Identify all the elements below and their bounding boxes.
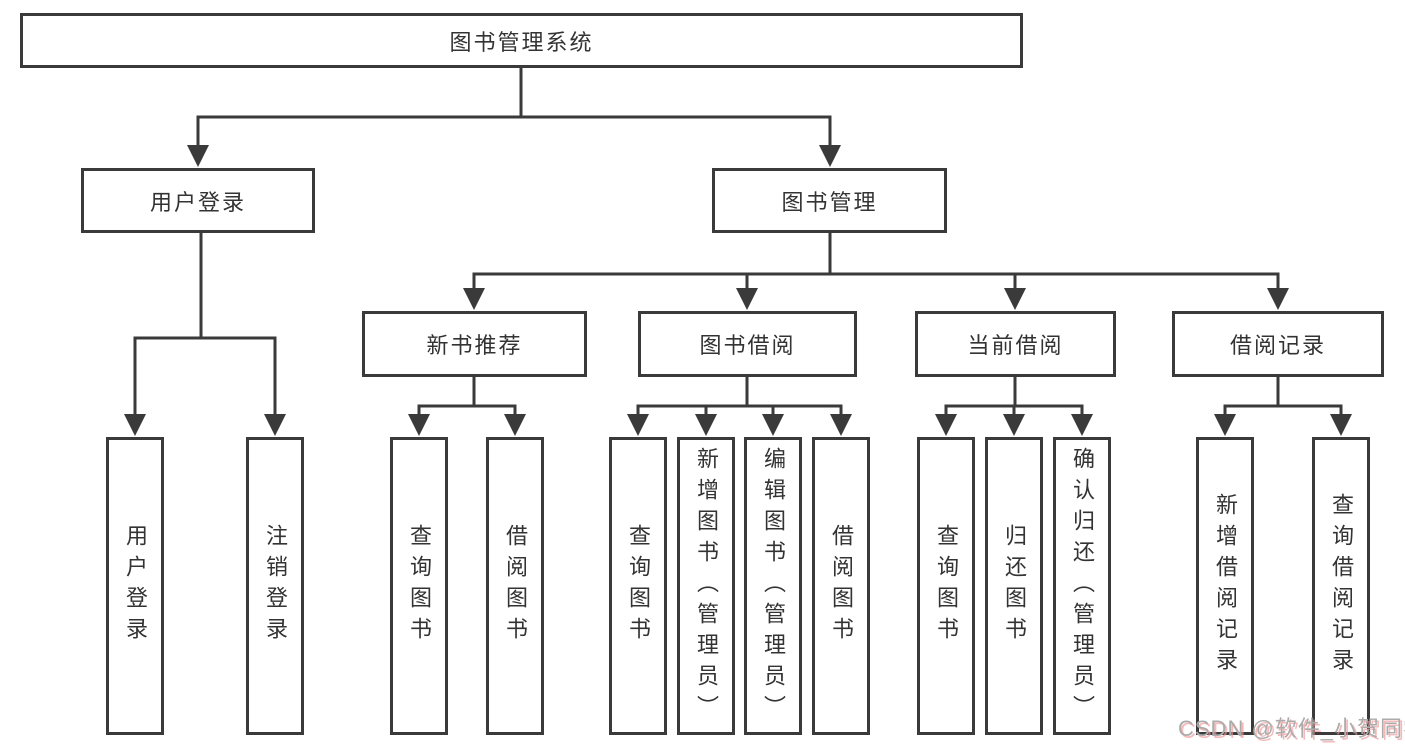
leaf-add-book-admin-label: 新增图书（管理员）: [694, 446, 719, 726]
leaf-borrow-books-recommend-label: 借阅图书: [503, 524, 528, 648]
leaf-add-borrow-record-label: 新增借阅记录: [1213, 493, 1238, 679]
leaf-user-login: 用户登录: [106, 437, 164, 735]
leaf-query-books-current-label: 查询图书: [934, 524, 959, 648]
leaf-query-borrow-record: 查询借阅记录: [1312, 437, 1370, 735]
leaf-query-books-borrow-label: 查询图书: [626, 524, 651, 648]
node-current-borrowing-label: 当前借阅: [967, 333, 1064, 358]
leaf-query-borrow-record-label: 查询借阅记录: [1329, 493, 1354, 679]
node-book-management: 图书管理: [712, 168, 947, 233]
node-user-login-label: 用户登录: [149, 189, 246, 215]
node-book-management-label: 图书管理: [781, 189, 878, 215]
leaf-confirm-return-admin: 确认归还（管理员）: [1053, 437, 1111, 735]
node-book-borrowing-label: 图书借阅: [699, 333, 796, 358]
node-library-system: 图书管理系统: [20, 13, 1023, 68]
leaf-query-books-recommend: 查询图书: [390, 437, 448, 735]
node-borrowing-records: 借阅记录: [1172, 311, 1384, 377]
node-current-borrowing: 当前借阅: [915, 311, 1116, 377]
node-new-book-recommend-label: 新书推荐: [426, 333, 523, 358]
leaf-confirm-return-admin-label: 确认归还（管理员）: [1070, 446, 1095, 726]
leaf-borrow-books-recommend: 借阅图书: [486, 437, 544, 735]
leaf-logout: 注销登录: [246, 437, 304, 735]
leaf-query-books-borrow: 查询图书: [609, 437, 667, 735]
node-library-system-label: 图书管理系统: [449, 29, 594, 55]
leaf-borrow-books-borrow-label: 借阅图书: [829, 524, 854, 648]
leaf-borrow-books-borrow: 借阅图书: [812, 437, 870, 735]
leaf-edit-book-admin: 编辑图书（管理员）: [744, 437, 802, 735]
leaf-query-books-current: 查询图书: [917, 437, 975, 735]
leaf-query-books-recommend-label: 查询图书: [407, 524, 432, 648]
node-borrowing-records-label: 借阅记录: [1229, 333, 1326, 358]
leaf-return-books: 归还图书: [985, 437, 1043, 735]
leaf-add-borrow-record: 新增借阅记录: [1196, 437, 1254, 735]
node-user-login: 用户登录: [81, 168, 315, 233]
csdn-watermark: CSDN @软件_小贺同学: [1178, 716, 1405, 741]
leaf-add-book-admin: 新增图书（管理员）: [677, 437, 735, 735]
leaf-user-login-label: 用户登录: [123, 524, 148, 648]
node-new-book-recommend: 新书推荐: [362, 311, 587, 377]
node-book-borrowing: 图书借阅: [638, 311, 857, 377]
leaf-edit-book-admin-label: 编辑图书（管理员）: [761, 446, 786, 726]
leaf-return-books-label: 归还图书: [1002, 524, 1027, 648]
leaf-logout-label: 注销登录: [263, 524, 288, 648]
